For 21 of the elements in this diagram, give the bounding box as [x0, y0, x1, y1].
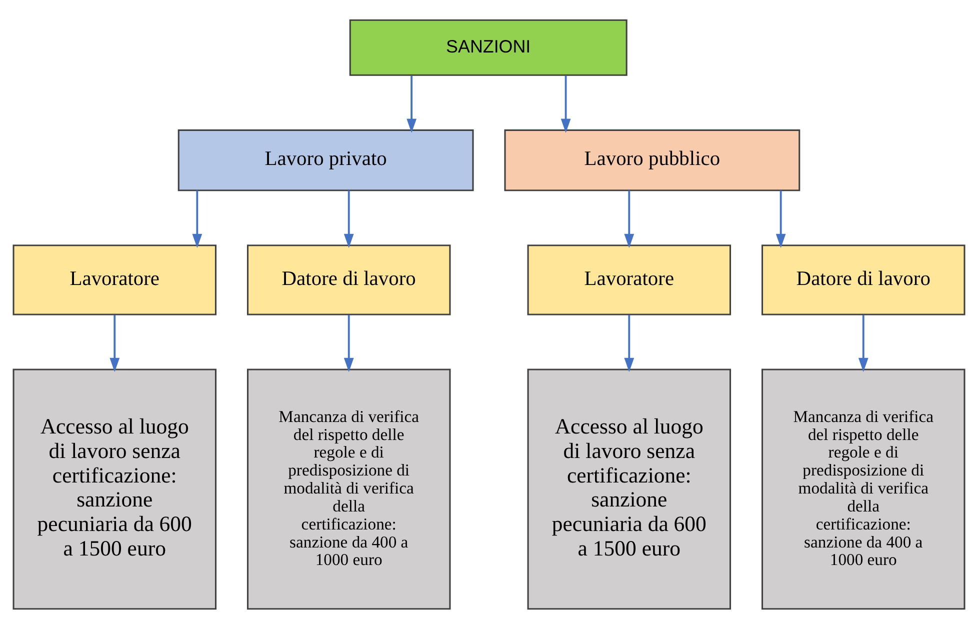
arrow	[406, 74, 416, 132]
arrow	[624, 190, 634, 248]
node-box: SANZIONI	[349, 18, 628, 76]
node-box: Lavoratore	[12, 244, 216, 315]
arrow	[560, 74, 571, 132]
node-box: Accesso al luogo di lavoro senza certificazione: sanzione pecuniaria da 600 a 1500 euro	[527, 368, 732, 610]
arrow	[192, 190, 202, 248]
node-box: Lavoratore	[527, 244, 732, 315]
arrow	[624, 314, 634, 372]
node-box: Lavoro pubblico	[504, 128, 800, 191]
node-box: Lavoro privato	[178, 128, 474, 191]
arrow	[344, 190, 354, 248]
node-box: Mancanza di verifica del rispetto delle regole e di predisposizione di modalità di verifica della certificazione: sanzione da 400 a 1000 euro	[246, 368, 451, 610]
node-box: Accesso al luogo di lavoro senza certificazione: sanzione pecuniaria da 600 a 1500 euro	[12, 368, 216, 610]
arrow	[110, 314, 120, 372]
node-box: Datore di lavoro	[762, 244, 966, 315]
node-box: Datore di lavoro	[246, 244, 451, 315]
arrow	[858, 314, 868, 372]
arrow	[776, 190, 786, 248]
arrow	[344, 314, 354, 372]
node-box: Mancanza di verifica del rispetto delle regole e di predisposizione di modalità di verifica della certificazione: sanzione da 400 a 1000 euro	[762, 368, 966, 610]
